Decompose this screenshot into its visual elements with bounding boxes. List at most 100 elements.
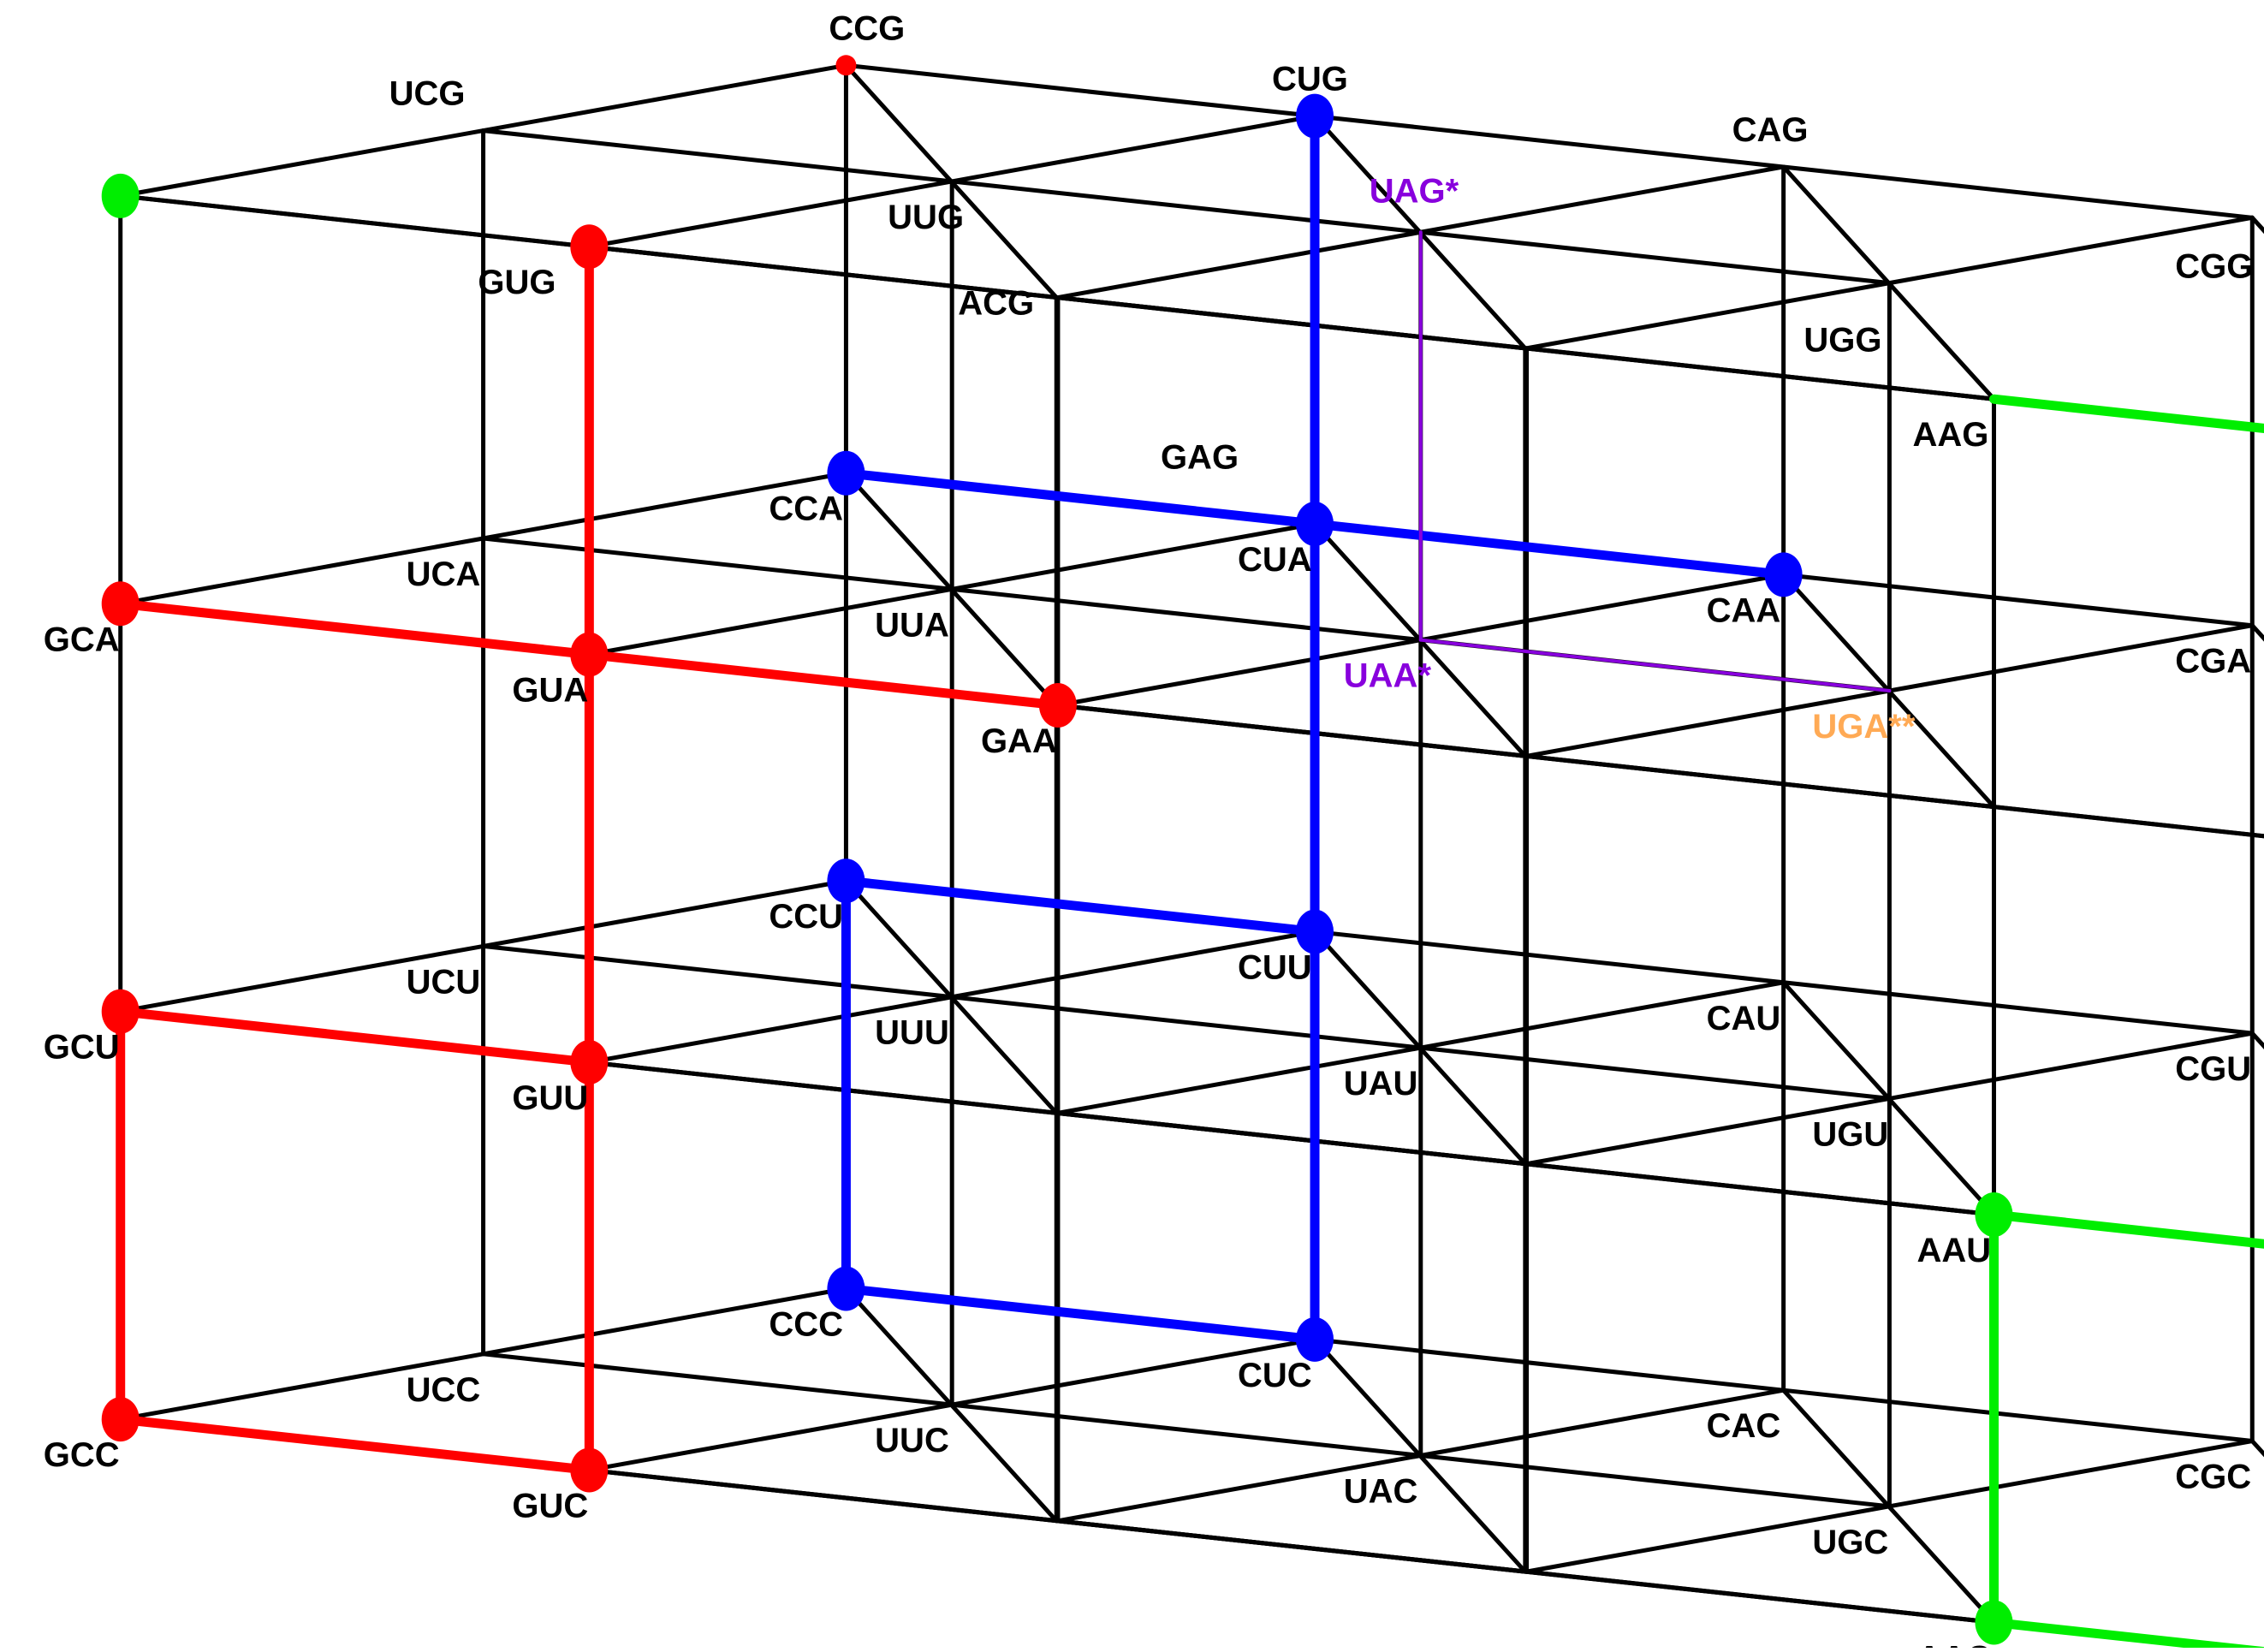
lattice-edge (949, 114, 1317, 184)
codon-dot-aau (1975, 1192, 2013, 1238)
codon-label-aau: AAU (1916, 1232, 1991, 1269)
lattice-edge (1524, 1504, 1892, 1574)
lattice-edge (1781, 164, 1996, 401)
codon-label-cua: CUA (1238, 541, 1312, 579)
codon-label-gcu: GCU (44, 1029, 120, 1067)
lattice-edge (949, 1337, 1317, 1407)
codon-label-ugu: UGU (1812, 1115, 1888, 1153)
lattice-frame (118, 62, 2264, 1652)
codon-label-cgc: CGC (2175, 1459, 2251, 1496)
lattice-edge (1887, 215, 2255, 286)
codon-label-aag: AAG (1912, 416, 1988, 454)
codon-dot-ccg (835, 55, 857, 76)
codon-label-cuc: CUC (1238, 1357, 1312, 1394)
blue-path-segment (1310, 519, 1789, 579)
codon-dot-cca (827, 450, 865, 496)
codon-label-gag: GAG (1161, 439, 1239, 477)
lattice-edge (949, 1402, 1423, 1458)
lattice-edge (1055, 1045, 1423, 1115)
codon-label-cca: CCA (769, 490, 843, 528)
codon-dot-gca (101, 581, 140, 627)
lattice-edge (118, 536, 486, 606)
codon-dot-aac (1975, 1600, 2013, 1645)
codon-labels: CCGUCGCUGCAGUAG*ACGUUGGUGCGGAAGUGGAGGGAG… (44, 9, 2254, 1652)
lattice-edge (1887, 1031, 2255, 1101)
codon-label-ucc: UCC (407, 1371, 481, 1409)
lattice-edge (843, 471, 1059, 708)
codon-dot-cug (1296, 93, 1334, 139)
green-path-segment (1988, 1617, 2264, 1652)
lattice-edge (1887, 1439, 2255, 1509)
highlighted-paths (116, 111, 2264, 1652)
codon-label-caa: CAA (1707, 591, 1781, 629)
lattice-edge (1524, 1162, 2264, 1246)
lattice-edge (1781, 164, 2255, 220)
lattice-edge (1524, 281, 1892, 351)
lattice-edge (1312, 1337, 1528, 1574)
lattice-edge (1312, 929, 1786, 985)
lattice-edge (949, 929, 1317, 1000)
lattice-edge (1312, 929, 1528, 1167)
codon-dot-gcc (101, 1397, 140, 1442)
codon-label-uug: UUG (888, 199, 964, 236)
codon-label-gua: GUA (512, 672, 588, 710)
lattice-edge (1524, 688, 1892, 758)
codon-label-cug: CUG (1272, 61, 1348, 98)
codon-dot-ccc (827, 1266, 865, 1311)
codon-label-guu: GUU (512, 1079, 588, 1117)
codon-label-guc: GUC (512, 1487, 588, 1524)
lattice-edge (1418, 980, 1786, 1050)
lattice-edge (1418, 1045, 1892, 1101)
lattice-edge (481, 943, 954, 1000)
codon-label-gug: GUG (478, 264, 556, 301)
codon-label-cag: CAG (1732, 111, 1809, 149)
lattice-edge (1781, 1388, 1996, 1625)
lattice-edge (1055, 1453, 1423, 1524)
codon-label-ugg: UGG (1803, 322, 1881, 360)
lattice-edge (481, 878, 848, 948)
codon-label-acg: ACG (958, 285, 1034, 323)
codon-label-uga: UGA** (1812, 708, 1915, 746)
lattice-edge (949, 995, 1423, 1050)
lattice-edge (1524, 753, 2264, 839)
codon-dot-guc (570, 1447, 609, 1493)
codon-label-ugc: UGC (1812, 1524, 1888, 1561)
lattice-edge (843, 62, 1317, 119)
codon-dot-gcg (101, 173, 140, 218)
lattice-edge (1781, 980, 1996, 1217)
red-path-segment (116, 598, 594, 660)
lattice-edge (586, 179, 954, 249)
codon-label-uuu: UUU (875, 1014, 949, 1052)
lattice-edge (1418, 164, 1786, 235)
lattice-edge (118, 943, 486, 1014)
codon-label-ucg: UCG (389, 75, 466, 113)
blue-path-segment (841, 1284, 1320, 1345)
lattice-edge (1055, 638, 1423, 708)
lattice-edge (949, 521, 1317, 591)
lattice-edge (1781, 572, 2255, 628)
codon-label-aac: AAC (1916, 1639, 1991, 1648)
codon-dot-guu (570, 1040, 609, 1085)
red-path-segment (116, 1007, 594, 1067)
codon-label-uca: UCA (407, 556, 481, 593)
codon-label-uuc: UUC (875, 1422, 949, 1459)
green-path-segment (1988, 394, 2264, 433)
lattice-edge (2249, 1439, 2264, 1458)
lattice-edge (1312, 114, 1786, 169)
codon-label-uua: UUA (875, 606, 949, 644)
codon-dot-caa (1764, 552, 1803, 597)
codon-label-ccg: CCG (829, 9, 905, 47)
lattice-edge (481, 62, 848, 134)
lattice-edge (843, 878, 1059, 1115)
lattice-edge (586, 1402, 954, 1472)
lattice-edge (586, 995, 954, 1065)
lattice-edge (1887, 623, 2255, 693)
lattice-edge (1524, 346, 2264, 431)
codon-label-cau: CAU (1707, 1000, 1781, 1037)
lattice-edge (1055, 229, 1423, 300)
lattice-edge (1418, 1388, 1786, 1458)
codon-dot-gug (570, 224, 609, 270)
lattice-edge (586, 586, 954, 657)
codon-dot-gaa (1038, 682, 1077, 728)
